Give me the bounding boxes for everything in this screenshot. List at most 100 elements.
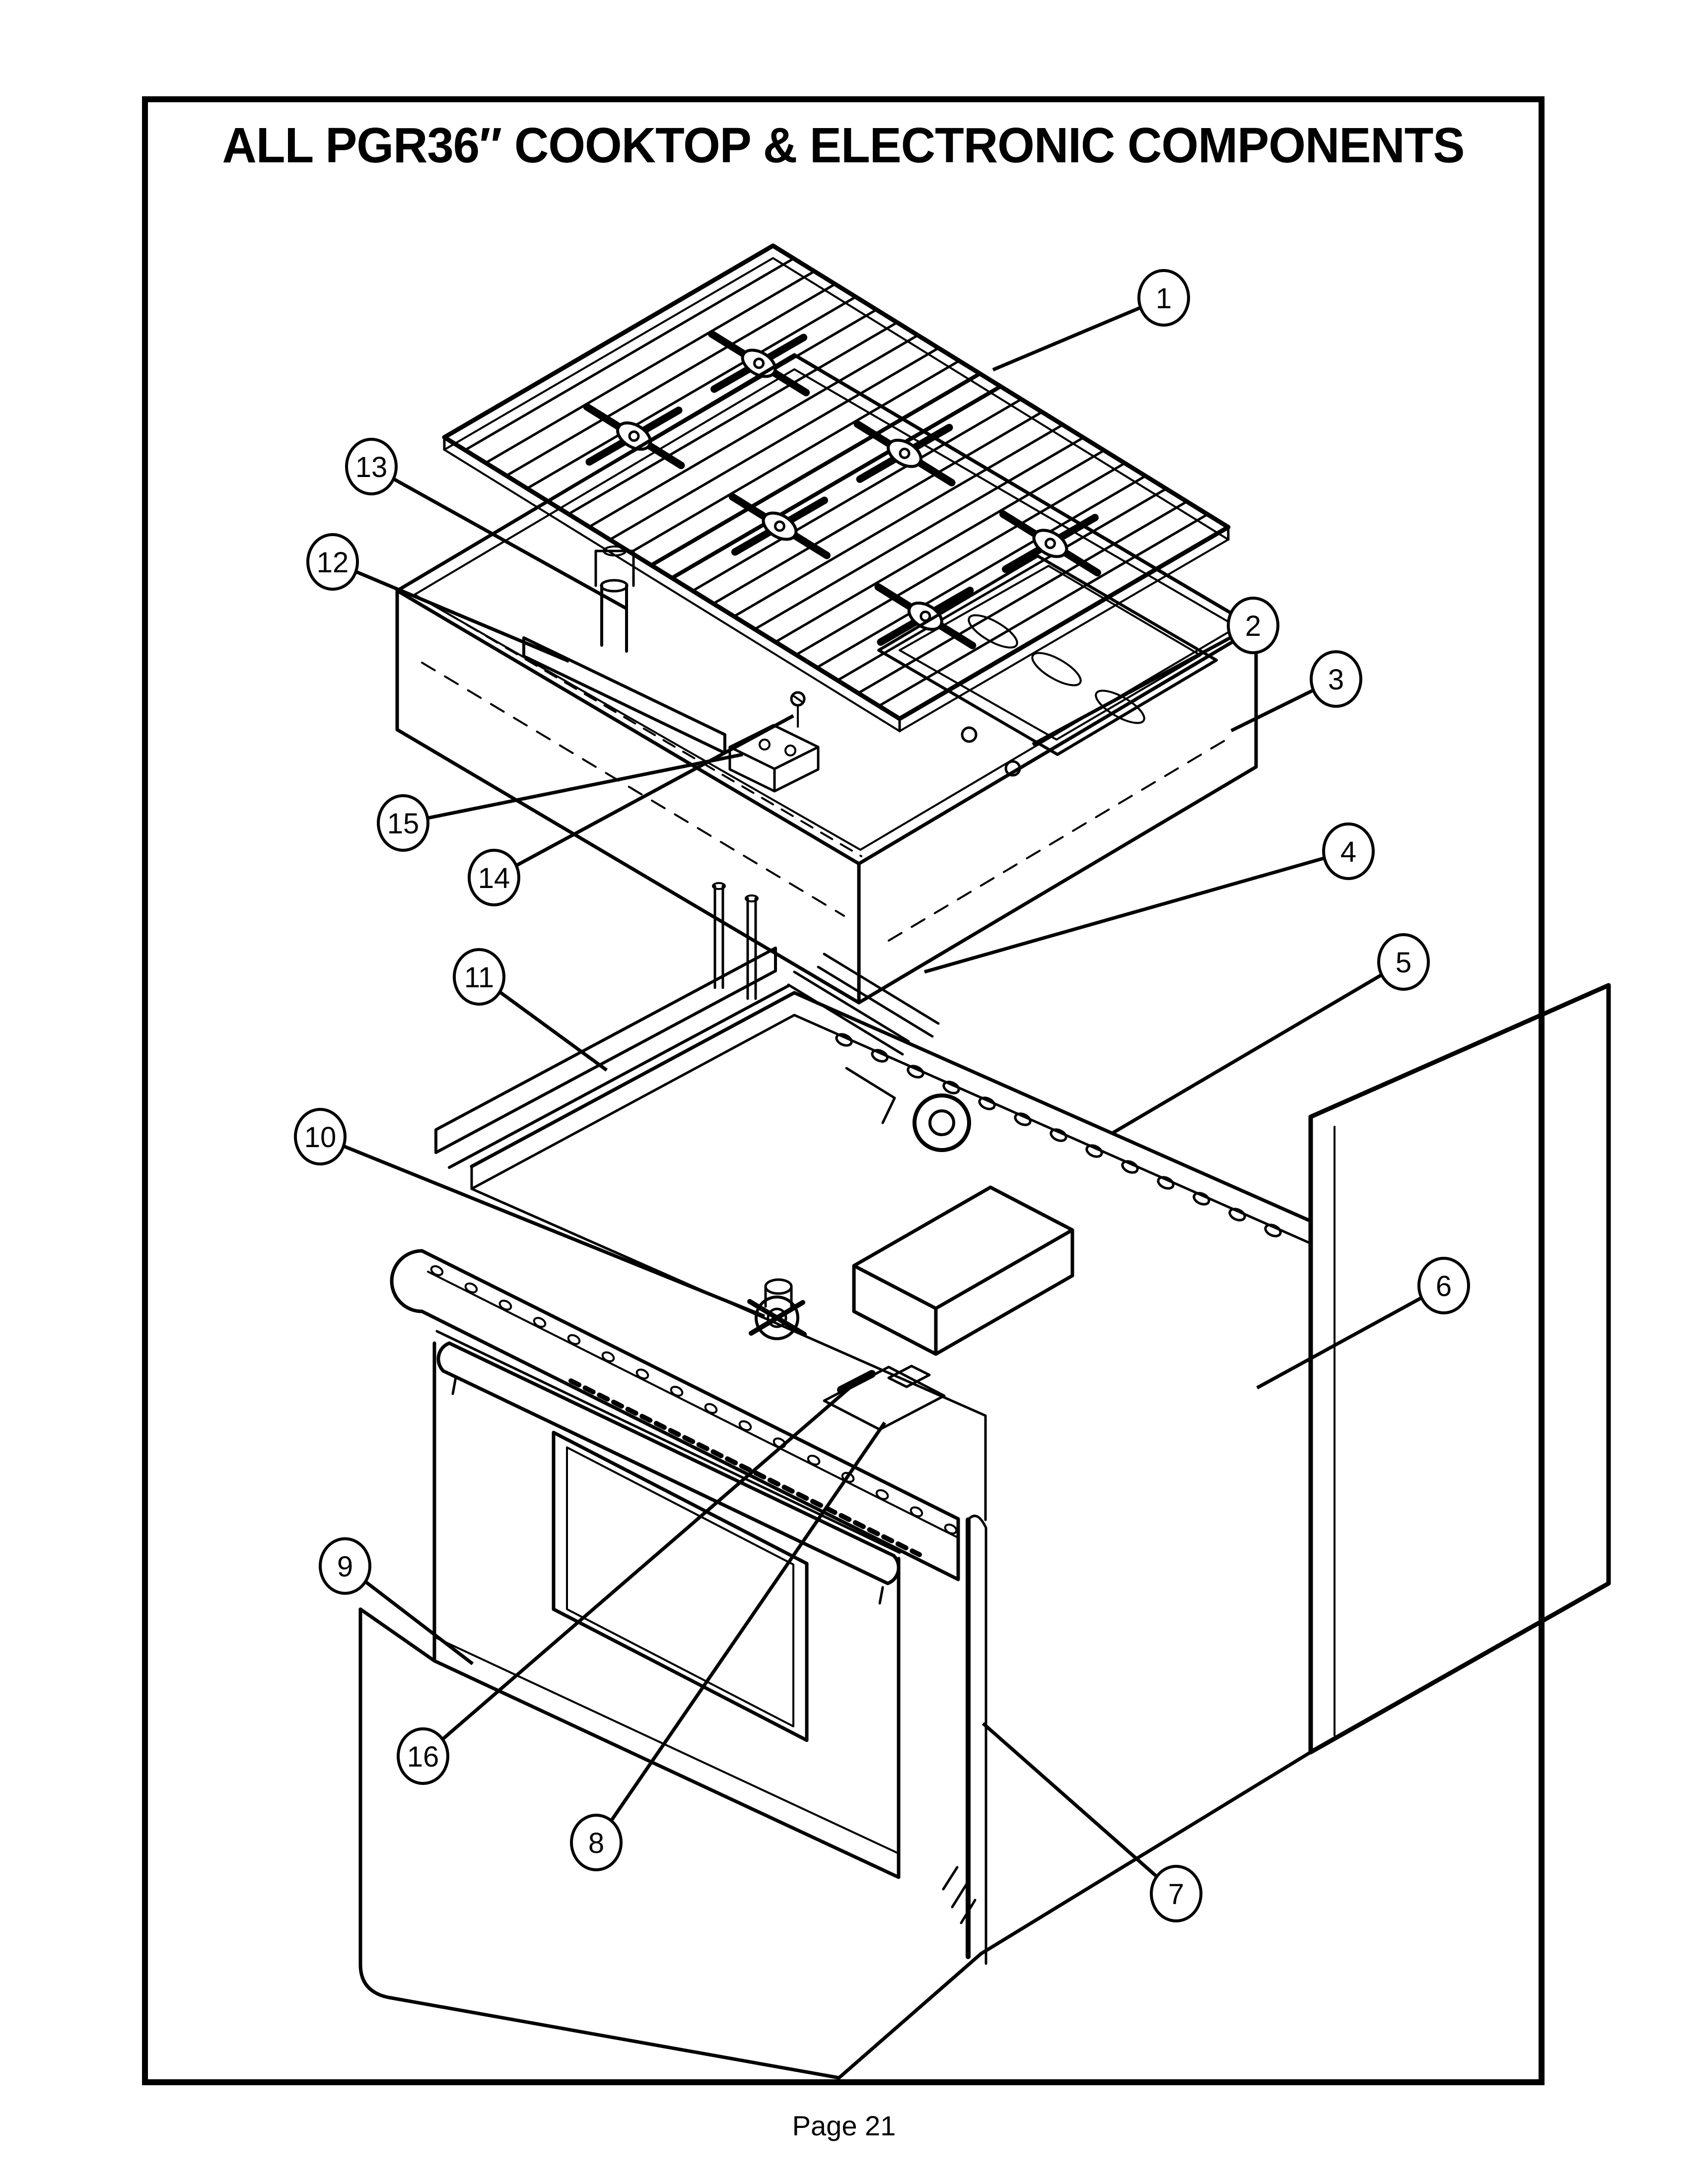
callout-circle-9 [319, 1537, 371, 1595]
front-rail-end-cap [390, 1249, 424, 1313]
callout-number-10: 10 [304, 1121, 337, 1154]
rim-ticks [470, 1165, 1312, 1245]
callout-number-16: 16 [407, 1741, 439, 1773]
tray-bolt [961, 726, 978, 743]
body-bottom-edges [358, 1607, 1313, 2080]
callout-leader-2 [1032, 623, 1254, 747]
callout-number-11: 11 [464, 961, 494, 994]
callout-circle-13 [345, 438, 398, 495]
callout-leader-7 [982, 1722, 1178, 1895]
callout-circle-2 [1227, 597, 1279, 654]
callout-11: 11 [453, 948, 608, 1072]
blower-ring [913, 1093, 971, 1152]
callout-circle-16 [397, 1727, 449, 1785]
igniter-cylinder [837, 1370, 876, 1394]
callout-number-2: 2 [1245, 610, 1261, 642]
callout-leader-13 [370, 465, 628, 611]
callout-9: 9 [319, 1537, 474, 1665]
grate-assembly [442, 243, 1231, 733]
door-frame [432, 1341, 901, 1879]
callout-13: 13 [345, 438, 628, 611]
callout-circle-12 [306, 533, 359, 591]
front-valve-rail [420, 1249, 960, 1581]
tray-bolt [1004, 760, 1021, 777]
callout-leader-6 [1256, 1284, 1445, 1390]
callout-number-14: 14 [478, 862, 510, 894]
spark-burner-legs [747, 1299, 807, 1337]
tray-rim-inner [414, 368, 1238, 851]
grate-corner-ticks [443, 436, 1230, 733]
front-rail-inner-line [427, 1271, 957, 1538]
callout-circle-3 [1310, 650, 1362, 708]
callout-12: 12 [306, 533, 570, 663]
screw-shank [792, 694, 804, 728]
callout-circle-1 [1137, 269, 1190, 327]
callout-1: 1 [992, 269, 1190, 372]
page-title: ALL PGR36″ COOKTOP & ELECTRONIC COMPONEN… [173, 117, 1513, 174]
trim-foot-hatch [942, 1866, 977, 1924]
callout-leader-1 [992, 296, 1165, 372]
venturi-tubes [787, 953, 940, 1056]
spark-burner-motor-sides [764, 1285, 793, 1308]
front-rail-holes [430, 1265, 958, 1535]
callout-6: 6 [1256, 1257, 1470, 1390]
door-window-inner [566, 1446, 794, 1727]
callout-circle-6 [1417, 1257, 1470, 1314]
tray-left-face [395, 589, 861, 1005]
manifold-pipe [522, 636, 726, 754]
callout-8: 8 [570, 1422, 886, 1871]
grate-bars [464, 257, 1209, 707]
top-opening-rim-inner [470, 1014, 1312, 1245]
tray-dash-right [888, 739, 1227, 942]
door-window [552, 1431, 809, 1742]
spark-burner-hub [767, 1307, 787, 1328]
blower-ring-hub [928, 1109, 955, 1136]
callout-number-9: 9 [337, 1551, 353, 1583]
callout-number-6: 6 [1436, 1270, 1452, 1302]
burner-box-compartment [877, 554, 1218, 756]
right-rail-holes [835, 1033, 1282, 1237]
door-side-trim-edge [967, 1514, 987, 1965]
burner-box-inner [899, 565, 1201, 741]
callout-number-3: 3 [1328, 664, 1344, 696]
callout-circle-14 [468, 849, 520, 906]
callout-14: 14 [468, 714, 794, 906]
callout-4: 4 [924, 822, 1375, 974]
door-handle-ends [436, 1341, 901, 1585]
callout-leader-16 [422, 1384, 853, 1758]
callout-number-4: 4 [1340, 836, 1356, 868]
control-module-lip [857, 1313, 934, 1353]
page-border-frame [142, 96, 1545, 2085]
valve-manifold [522, 546, 759, 1000]
compartment-slot [1095, 689, 1145, 724]
spark-burner-motor [764, 1278, 793, 1295]
callout-circle-7 [1150, 1865, 1202, 1922]
callout-circle-10 [294, 1108, 347, 1165]
regulator-top-cap [603, 546, 627, 556]
callout-leader-10 [319, 1135, 766, 1318]
callout-3: 3 [1230, 650, 1362, 733]
callout-10: 10 [294, 1108, 766, 1318]
callout-leader-14 [493, 714, 794, 880]
callout-leader-12 [332, 560, 570, 663]
callout-16: 16 [397, 1384, 853, 1785]
callout-number-1: 1 [1156, 282, 1172, 315]
regulator-cap [600, 579, 629, 593]
callout-number-12: 12 [317, 546, 349, 579]
wire-harness [568, 1378, 922, 1557]
oven-door [432, 1330, 987, 1965]
callout-number-7: 7 [1168, 1878, 1184, 1911]
burner-tubes-and-ring [787, 953, 971, 1152]
right-side-panel [1308, 983, 1611, 1755]
callout-circle-11 [453, 948, 505, 1006]
callout-circle-15 [377, 794, 429, 852]
callout-leader-15 [403, 752, 743, 825]
door-lower-trim-line [433, 1636, 900, 1854]
top-opening-rim [470, 991, 1313, 1223]
spark-burner [755, 1296, 799, 1340]
callout-number-15: 15 [387, 808, 420, 840]
door-handle-standoffs [451, 1376, 884, 1605]
valve-stem-cap [712, 882, 726, 890]
